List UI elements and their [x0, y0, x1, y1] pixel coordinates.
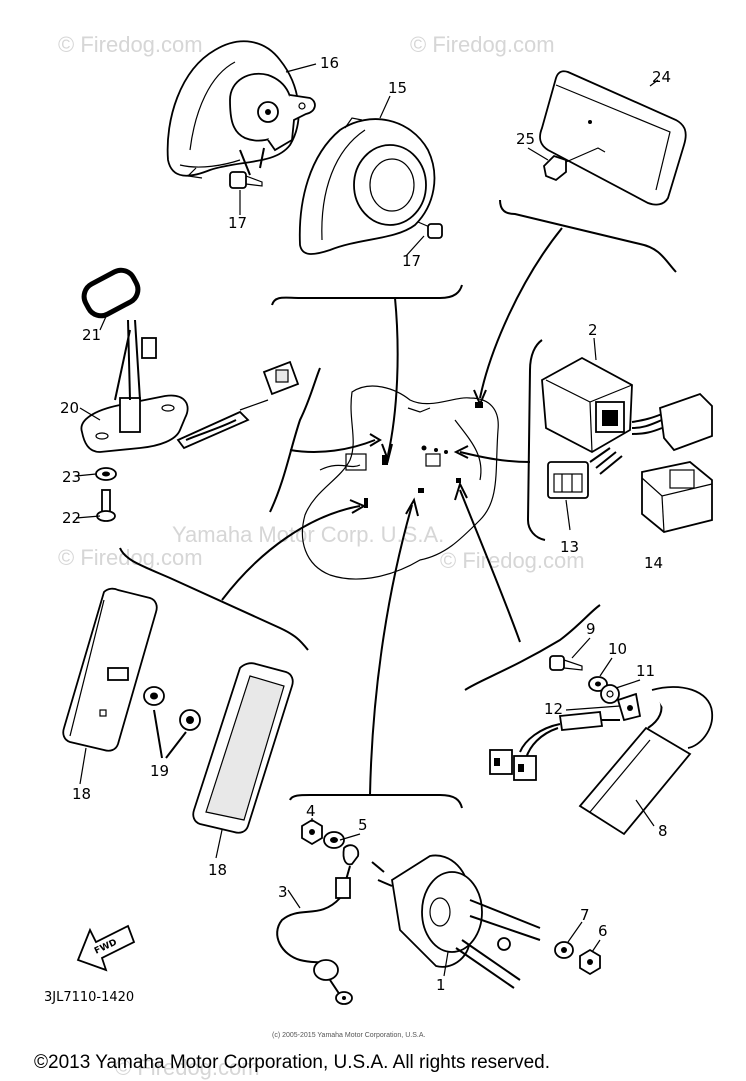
horn-15 — [298, 95, 436, 255]
callout-18: 18 — [72, 785, 91, 803]
callout-17: 17 — [228, 214, 247, 232]
callout-10: 10 — [608, 640, 627, 658]
starter-relay-1 — [371, 854, 541, 989]
washer-5 — [323, 831, 345, 849]
rear-reflector-24 — [539, 70, 687, 206]
small-copyright: (c) 2005-2015 Yamaha Motor Corporation, … — [272, 1032, 425, 1039]
watermark-firedog: © Firedog.com — [115, 1055, 260, 1080]
nut-25 — [543, 147, 606, 182]
callout-19: 19 — [150, 762, 169, 780]
callout-18: 18 — [208, 861, 227, 879]
fuel-sender-20 — [80, 319, 300, 453]
relay-2 — [541, 356, 713, 475]
watermark-firedog: © Firedog.com — [410, 32, 555, 57]
horn-16 — [166, 40, 317, 179]
bolt-17-right — [417, 221, 443, 239]
callout-12: 12 — [544, 700, 563, 718]
leader-lines — [119, 199, 677, 809]
grommet-12 — [616, 692, 642, 722]
callout-15: 15 — [388, 79, 407, 97]
washer-7 — [554, 941, 574, 959]
side-reflector-18-right — [192, 662, 294, 834]
callout-9: 9 — [586, 620, 596, 638]
callout-21: 21 — [82, 326, 101, 344]
callout-7: 7 — [580, 906, 590, 924]
callout-23: 23 — [62, 468, 81, 486]
bolt-9 — [549, 655, 583, 671]
callout-numbers: 16 15 17 17 24 25 21 20 23 22 2 13 14 9 … — [60, 54, 671, 994]
watermark-firedog: © Firedog.com — [58, 32, 203, 57]
callout-8: 8 — [658, 822, 668, 840]
callout-5: 5 — [358, 816, 368, 834]
watermark-yamaha: Yamaha Motor Corp. U.S.A. — [172, 522, 444, 547]
callout-2: 2 — [588, 321, 598, 339]
screw-22 — [96, 489, 116, 522]
callout-22: 22 — [62, 509, 81, 527]
coupler-13 — [547, 461, 589, 531]
callout-6: 6 — [598, 922, 608, 940]
washer-23 — [95, 467, 117, 481]
rectifier-8 — [489, 686, 713, 836]
fwd-arrow-icon: FWD — [76, 924, 136, 972]
callout-14: 14 — [644, 554, 663, 572]
callout-24: 24 — [652, 68, 671, 86]
nut-19 — [143, 686, 201, 759]
coupler-14 — [641, 461, 713, 533]
callout-25: 25 — [516, 130, 535, 148]
washer-10 — [588, 676, 608, 692]
callout-4: 4 — [306, 802, 316, 820]
nut-4 — [301, 818, 323, 846]
footer-copyright: ©2013 Yamaha Motor Corporation, U.S.A. A… — [34, 1052, 550, 1073]
side-reflector-18-left — [62, 587, 158, 752]
callout-1: 1 — [436, 976, 446, 994]
callout-13: 13 — [560, 538, 579, 556]
nut-6 — [579, 948, 601, 976]
callout-16: 16 — [320, 54, 339, 72]
bolt-17-left — [229, 171, 263, 189]
gasket-21 — [81, 267, 141, 319]
diagram-code: 3JL7110-1420 — [44, 990, 134, 1005]
callout-20: 20 — [60, 399, 79, 417]
vehicle-outline — [301, 385, 499, 580]
callout-17: 17 — [402, 252, 421, 270]
callout-3: 3 — [278, 883, 288, 901]
callout-11: 11 — [636, 662, 655, 680]
collar-11 — [600, 684, 620, 704]
watermark-firedog: © Firedog.com — [58, 545, 203, 570]
lead-wire-3 — [276, 844, 360, 1005]
watermark-firedog: © Firedog.com — [440, 548, 585, 573]
